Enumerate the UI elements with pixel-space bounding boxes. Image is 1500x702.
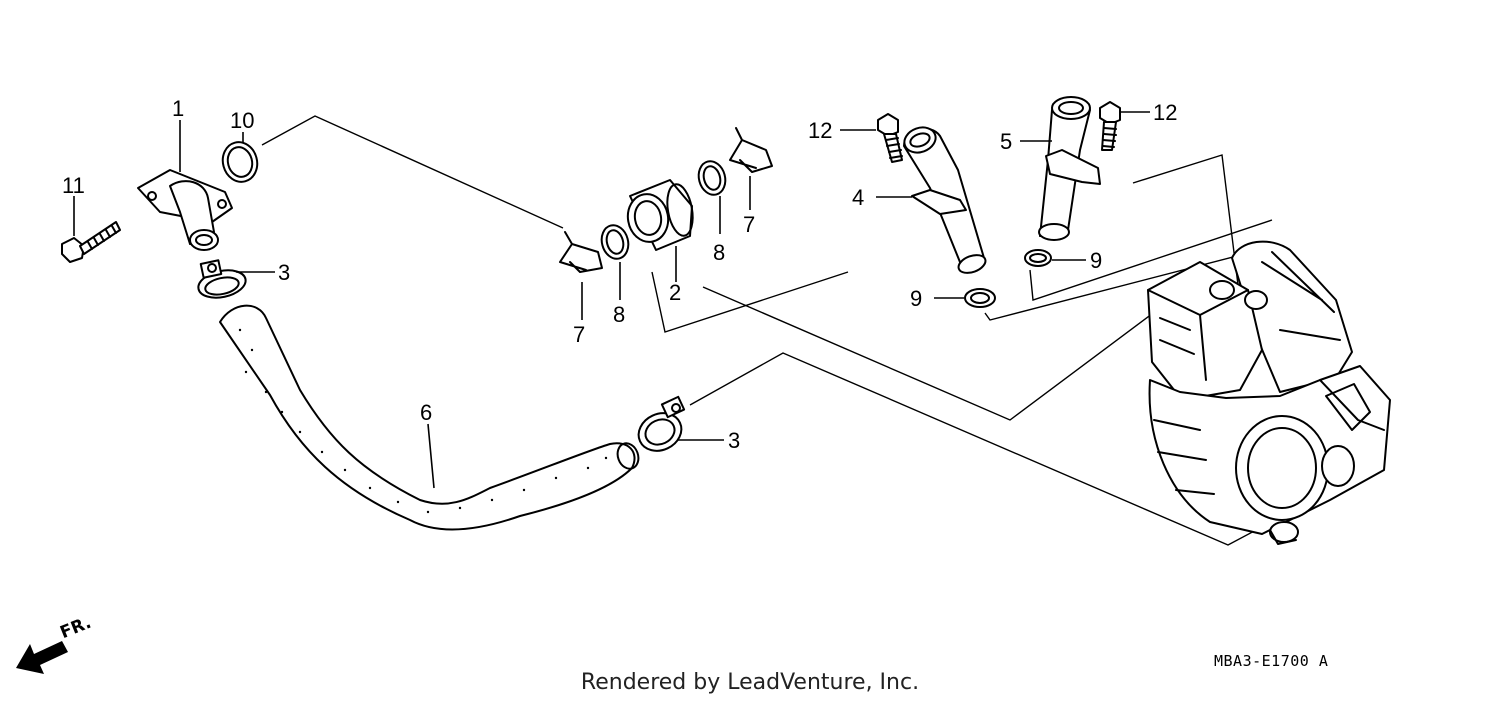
- callout-8-left: 8: [613, 302, 625, 327]
- render-credit: Rendered by LeadVenture, Inc.: [580, 670, 920, 695]
- part-5-water-pipe[interactable]: [1038, 96, 1101, 241]
- part-8-o-ring-left[interactable]: [598, 222, 632, 262]
- callout-9-upper: 9: [1090, 248, 1102, 273]
- callout-10: 10: [230, 108, 254, 133]
- part-8-o-ring-right[interactable]: [695, 158, 729, 198]
- part-7-clip-left[interactable]: [559, 231, 603, 273]
- front-direction-arrow: [16, 641, 68, 674]
- callout-3-upper: 3: [278, 260, 290, 285]
- hose-texture: [238, 328, 608, 514]
- part-12-bolt-right[interactable]: [1099, 101, 1121, 151]
- part-9-o-ring-upper[interactable]: [1024, 249, 1052, 267]
- callout-11: 11: [62, 173, 85, 198]
- part-12-bolt-left[interactable]: [877, 113, 903, 163]
- part-1-water-outlet[interactable]: [137, 169, 233, 251]
- callout-12-right: 12: [1153, 100, 1177, 125]
- part-2-water-pipe-joint[interactable]: [624, 179, 696, 251]
- callout-7-left: 7: [573, 322, 585, 347]
- part-3-hose-clamp-upper[interactable]: [196, 259, 248, 301]
- part-4-water-pipe[interactable]: [901, 123, 988, 276]
- engine-reference-outline: [1147, 240, 1391, 545]
- part-7-clip-right[interactable]: [729, 127, 773, 173]
- callout-7-right: 7: [743, 212, 755, 237]
- callout-2: 2: [669, 280, 681, 305]
- assembly-guide-lines: [261, 115, 1276, 546]
- callout-1: 1: [172, 96, 184, 121]
- part-9-o-ring-lower[interactable]: [964, 288, 996, 308]
- callout-4: 4: [852, 185, 864, 210]
- drawing-code: MBA3-E1700 A: [1214, 652, 1329, 670]
- part-10-o-ring[interactable]: [218, 138, 261, 185]
- part-3-hose-clamp-lower[interactable]: [632, 395, 687, 458]
- callout-6: 6: [420, 400, 432, 425]
- part-11-bolt[interactable]: [61, 221, 121, 263]
- callout-3-lower: 3: [728, 428, 740, 453]
- callout-12-left: 12: [808, 118, 832, 143]
- part-6-water-hose[interactable]: [219, 304, 642, 531]
- callout-5: 5: [1000, 129, 1012, 154]
- callout-9-lower: 9: [910, 286, 922, 311]
- callout-8-right: 8: [713, 240, 725, 265]
